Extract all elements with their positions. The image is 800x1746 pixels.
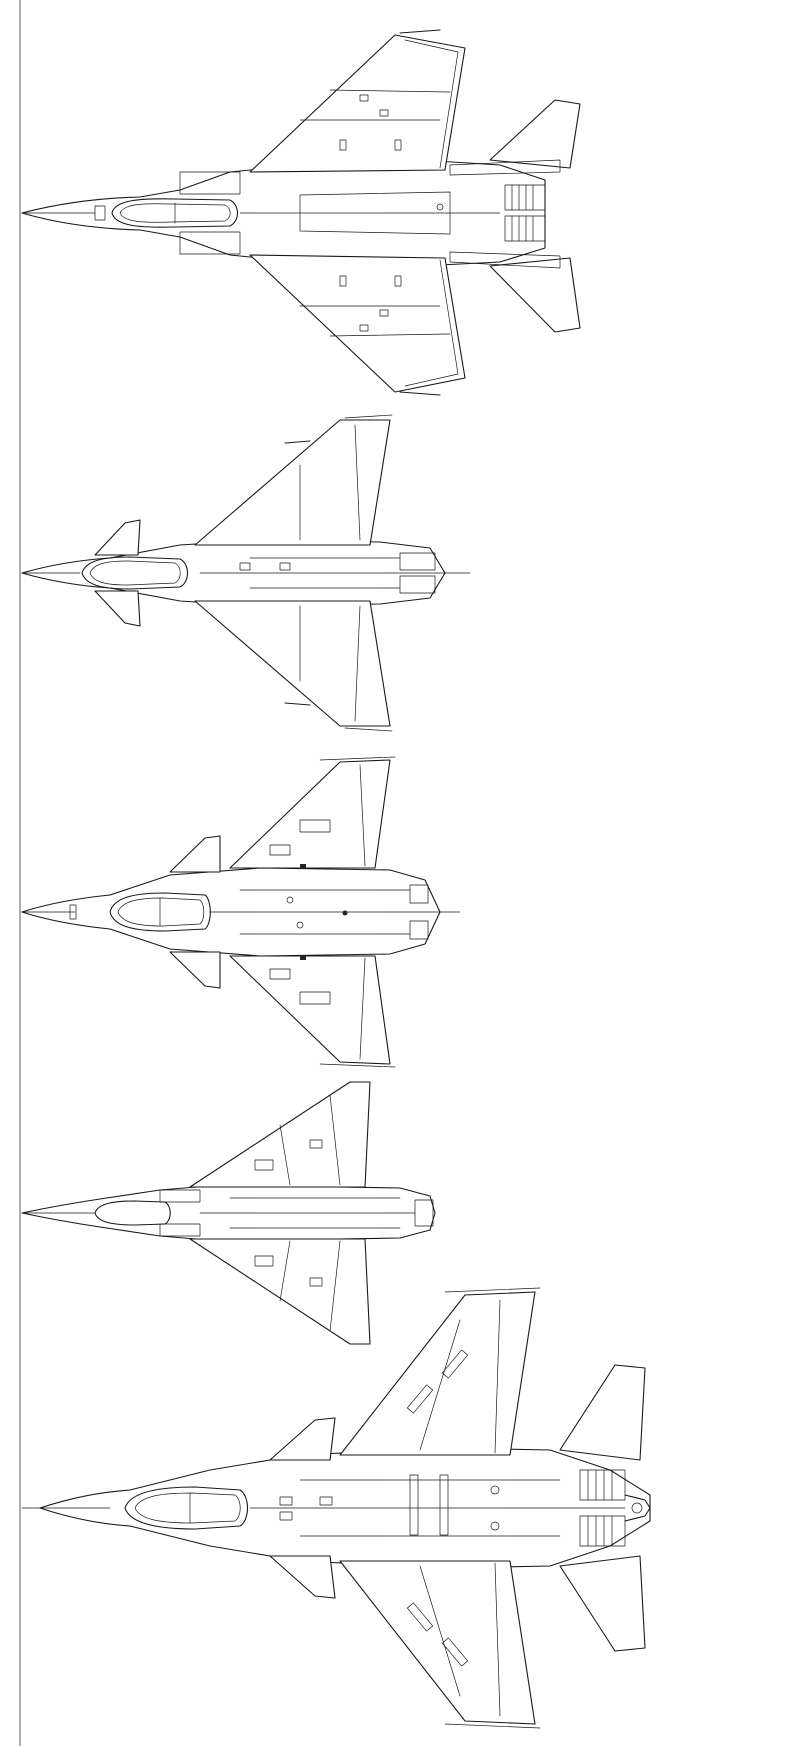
aircraft-4	[21, 1081, 436, 1345]
aircraft-5	[21, 1287, 651, 1729]
aircraft-2	[21, 414, 471, 732]
aircraft-3	[21, 756, 461, 1068]
aircraft-1	[21, 29, 581, 396]
